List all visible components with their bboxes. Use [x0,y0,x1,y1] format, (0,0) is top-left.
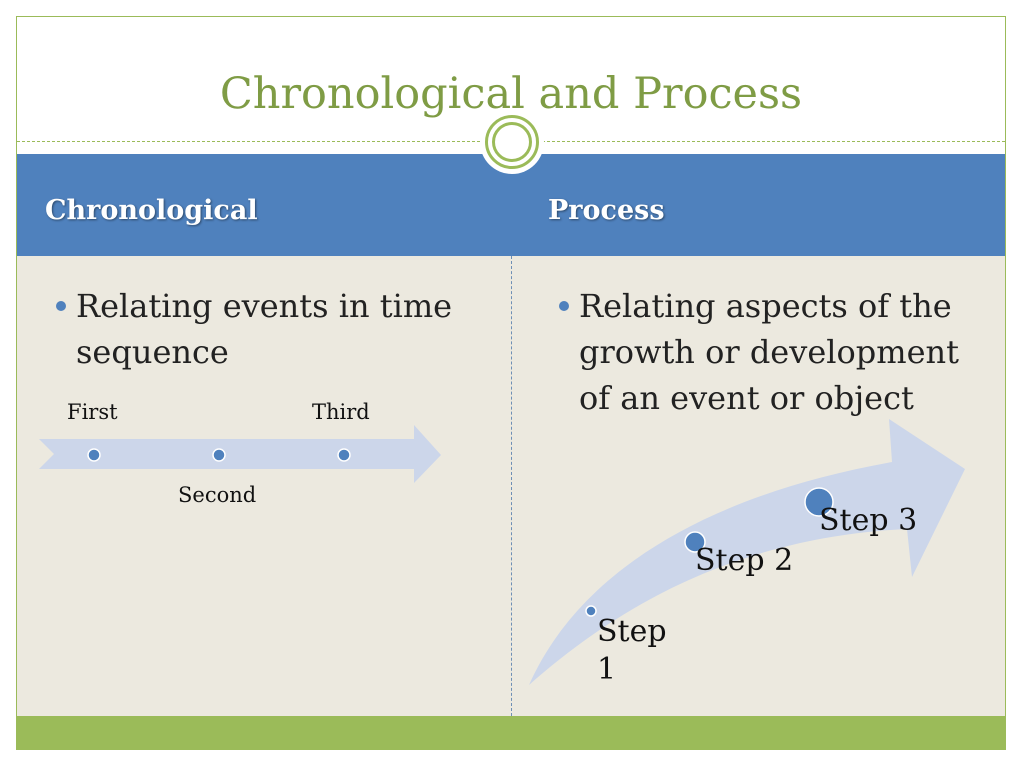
process-point-step-2 [684,531,706,553]
column-heading-process: Process [548,195,665,226]
step-label-1-line1: Step [597,614,667,649]
step-label-1: Step 1 [597,613,667,689]
column-heading-chronological: Chronological [45,195,258,226]
timeline-point-third [337,448,351,462]
bullet-dot-icon [559,301,569,311]
diagram-art [39,419,965,685]
timeline-label-first: First [67,400,118,424]
step-label-3: Step 3 [819,503,918,538]
bullet-process: Relating aspects of the growth or develo… [559,283,989,421]
process-arrow [529,419,965,685]
ring-ornament-icon [485,115,539,169]
slide: Chronological and Process Chronological … [16,16,1006,750]
step-label-1-line2: 1 [597,652,617,687]
timeline-point-first [87,448,101,462]
process-point-step-1 [585,605,597,617]
step-label-2: Step 2 [695,543,794,578]
column-divider [511,256,512,716]
timeline-label-third: Third [312,400,370,424]
bullet-dot-icon [56,301,66,311]
process-point-step-3 [804,487,834,517]
bullet-text: Relating events in time sequence [76,287,453,371]
timeline-arrow [39,425,441,483]
bullet-text: Relating aspects of the growth or develo… [579,287,959,417]
timeline-point-second [212,448,226,462]
footer-band [17,716,1005,749]
bullet-chronological: Relating events in time sequence [56,283,496,375]
timeline-label-second: Second [178,483,257,507]
